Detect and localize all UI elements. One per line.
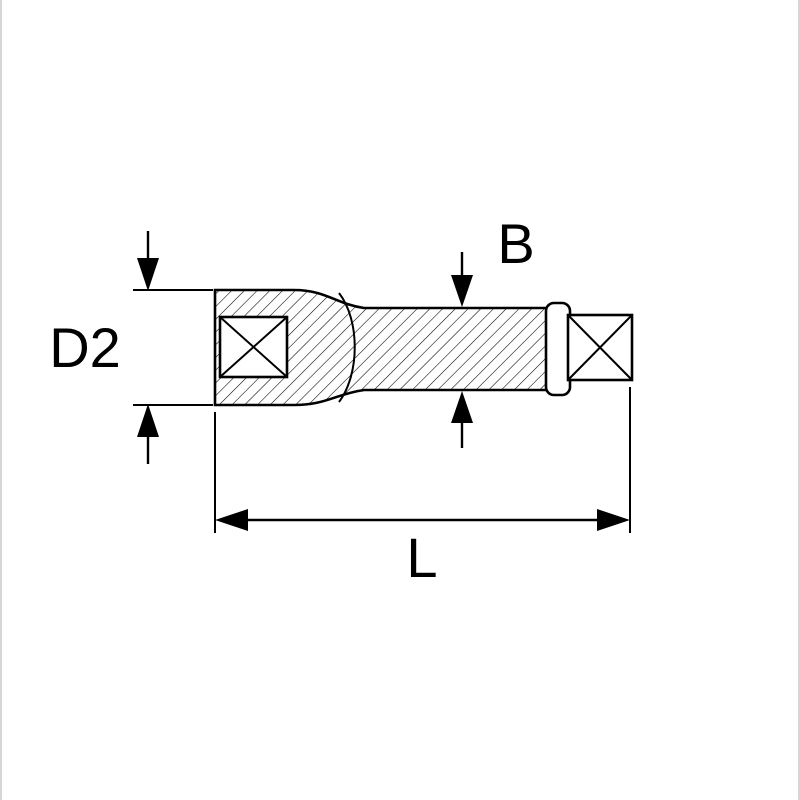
- b-label: B: [497, 212, 534, 275]
- page-edge-left: [0, 0, 2, 800]
- d2-label: D2: [49, 316, 121, 379]
- l-right-arrowhead-icon: [597, 509, 630, 531]
- l-label: L: [406, 526, 437, 589]
- end-collar: [544, 301, 572, 397]
- square-opening-diagonal-2: [219, 316, 288, 378]
- square-drive-diagonal-2: [567, 314, 633, 381]
- neck-transition-line: [338, 292, 356, 403]
- d2-top-arrowhead-icon: [137, 258, 159, 291]
- dimension-l: L: [214, 387, 631, 589]
- square-drive-end: [566, 313, 634, 382]
- dimension-b: B: [451, 212, 535, 448]
- extension-bar-body: [213, 288, 572, 407]
- socket-square-opening: [218, 315, 289, 379]
- dimension-d2: D2: [49, 231, 213, 464]
- l-left-arrowhead-icon: [215, 509, 248, 531]
- d2-bottom-arrowhead-icon: [137, 404, 159, 437]
- b-bottom-arrowhead-icon: [451, 391, 473, 423]
- page-edge-right: [798, 0, 800, 800]
- b-top-arrowhead-icon: [451, 275, 473, 307]
